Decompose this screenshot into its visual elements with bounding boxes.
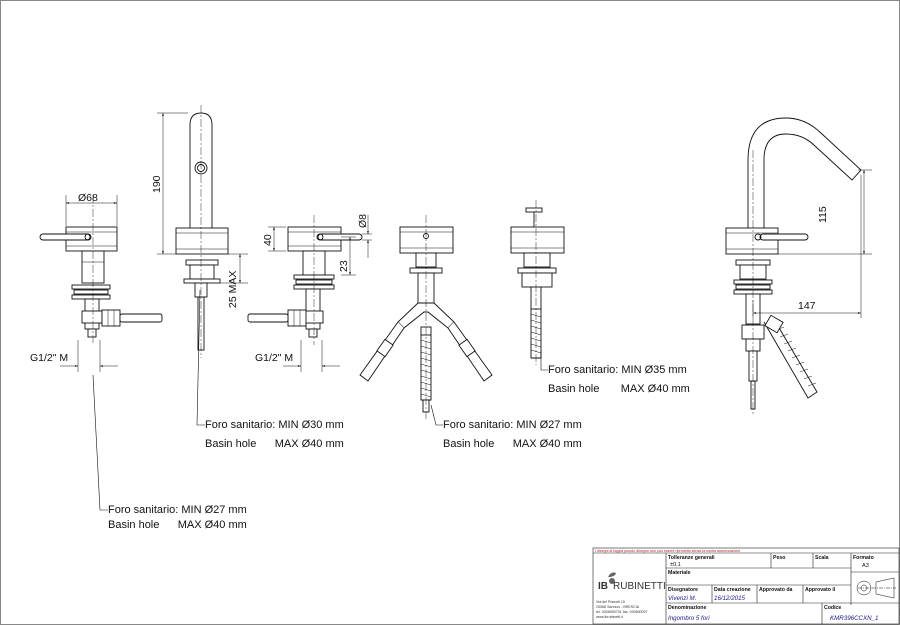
data-label: Data creazione (714, 587, 751, 593)
side-elevation-drawing (725, 117, 862, 415)
note-spout-it: Foro sanitario: MIN Ø30 mm (205, 419, 344, 431)
denominazione-label: Denominazione (668, 605, 706, 611)
title-block: I disegni di foggia piccolo disegno non … (592, 547, 900, 625)
tol-label: Tolleranze generali (668, 555, 715, 561)
materiale-label: Materiale (668, 570, 691, 576)
note-valve: Foro sanitario: MIN Ø27 mm Basin hole MA… (92, 374, 247, 531)
title-block-disclaimer: I disegni di foggia piccolo disegno non … (595, 549, 740, 553)
dim-23-label: 23 (338, 260, 350, 272)
note-popup: Foro sanitario: MIN Ø35 mm Basin hole MA… (540, 350, 690, 395)
web-line: www.ibrubinetti.it (596, 615, 623, 619)
dim-dia68-label: Ø68 (78, 192, 98, 204)
note-valve-en: Basin hole MAX Ø40 mm (108, 519, 247, 531)
note-diverter-it: Foro sanitario: MIN Ø27 mm (443, 419, 582, 431)
tol-value: ±0,1 (670, 562, 681, 568)
dim-dia68: Ø68 (65, 192, 118, 226)
note-diverter: Foro sanitario: MIN Ø27 mm Basin hole MA… (430, 404, 582, 450)
formato-label: Formato (853, 555, 874, 561)
thread-left-label: G1/2" M (30, 352, 68, 364)
note-popup-it: Foro sanitario: MIN Ø35 mm (548, 364, 687, 376)
note-spout: Foro sanitario: MIN Ø30 mm Basin hole MA… (196, 289, 344, 450)
thread-mid-label: G1/2" M (255, 352, 293, 364)
logo-ib: IB (598, 581, 608, 592)
dim-147-label: 147 (798, 300, 816, 312)
company-logo: IB RUBINETTI (598, 572, 666, 592)
dim-40-label: 40 (262, 234, 274, 246)
dim-thread-mid: G1/2" M (255, 340, 340, 372)
note-popup-en: Basin hole MAX Ø40 mm (548, 383, 690, 395)
left-valve-drawing (39, 195, 163, 345)
scala-label: Scala (815, 555, 829, 561)
popup-drawing (510, 200, 565, 365)
address-line-2: 25068 Sarezzo - BRESCIA (596, 605, 640, 609)
diverter-drawing (359, 215, 493, 420)
dim-25max-label: 25 MAX (227, 271, 239, 308)
dim-dia8: Ø8 (357, 214, 372, 258)
dim-40: 40 (262, 226, 286, 252)
denominazione-value: Ingombro 5 fori (668, 615, 710, 622)
dim-115: 115 (778, 169, 872, 255)
address-line-1: Via del Pianotti 15 (596, 600, 625, 604)
peso-label: Peso (773, 555, 785, 561)
codice-label: Codice (824, 605, 841, 611)
projection-symbol (856, 577, 896, 599)
disegnatore-value: Vivenzi M. (668, 595, 696, 602)
dim-dia8-label: Ø8 (357, 214, 369, 228)
note-diverter-en: Basin hole MAX Ø40 mm (443, 438, 582, 450)
dim-25max: 25 MAX (220, 253, 248, 308)
note-spout-en: Basin hole MAX Ø40 mm (205, 438, 344, 450)
dim-190-label: 190 (151, 175, 163, 193)
dim-190: 190 (151, 112, 188, 255)
data-value: 16/12/2015 (714, 595, 746, 602)
dim-23: 23 (338, 236, 356, 276)
dim-115-label: 115 (817, 206, 829, 223)
dim-147: 147 (752, 175, 862, 318)
right-valve-drawing (247, 215, 363, 345)
note-valve-it: Foro sanitario: MIN Ø27 mm (108, 504, 247, 516)
codice-value: KMR396CCXN_1 (830, 615, 879, 622)
spout-drawing (175, 105, 229, 358)
dim-thread-left: G1/2" M (30, 340, 118, 372)
logo-name: RUBINETTI (613, 581, 666, 592)
approvato-da-label: Approvato da (759, 587, 793, 593)
disegnatore-label: Disegnatore (668, 587, 698, 593)
formato-value: A3 (862, 563, 869, 569)
phone-line: tel. 0308900701 fax. 030800097 (596, 610, 648, 614)
approvato-il-label: Approvato il (805, 587, 836, 593)
